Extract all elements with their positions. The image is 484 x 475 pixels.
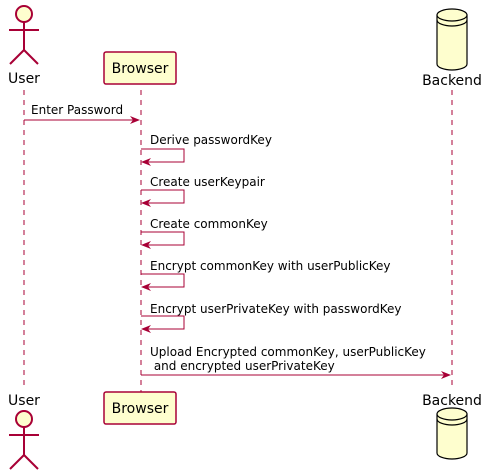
message-6: Encrypt userPrivateKey with passwordKey [141, 302, 402, 333]
user-actor-icon [9, 410, 39, 470]
message-label-line-1: Upload Encrypted commonKey, userPublicKe… [150, 345, 426, 359]
message-label: Derive passwordKey [150, 133, 272, 147]
self-message-arrow [141, 189, 185, 204]
database-icon [436, 407, 468, 460]
self-message-arrow [141, 273, 185, 288]
arrowhead-icon [141, 199, 151, 207]
user-actor-top: User [8, 5, 40, 87]
arrowhead-icon [141, 325, 151, 333]
backend-label-top: Backend [422, 73, 482, 89]
messages: Enter Password Derive passwordKey Create… [24, 103, 451, 379]
message-3: Create userKeypair [141, 175, 265, 207]
arrowhead-icon [141, 241, 151, 249]
user-label-bottom: User [8, 393, 40, 409]
message-label: Create userKeypair [150, 175, 265, 189]
message-label-line-2: and encrypted userPrivateKey [150, 359, 335, 373]
browser-label-bottom: Browser [112, 401, 169, 417]
message-label: Enter Password [31, 103, 123, 117]
backend-label-bottom: Backend [422, 393, 482, 409]
browser-box-bottom [103, 391, 177, 425]
backend-database-top: Backend [422, 8, 482, 89]
lifelines [23, 90, 453, 392]
user-actor-bottom: User [8, 393, 40, 470]
browser-participant-bottom: Browser [103, 391, 177, 425]
message-label: Encrypt userPrivateKey with passwordKey [150, 302, 402, 316]
arrowhead-icon [441, 371, 451, 379]
message-label: Encrypt commonKey with userPublicKey [150, 259, 391, 273]
message-label: Create commonKey [150, 217, 268, 231]
message-1: Enter Password [24, 103, 140, 124]
self-message-arrow [141, 231, 185, 246]
self-message-arrow [141, 315, 185, 330]
backend-database-bottom: Backend [422, 393, 482, 460]
browser-participant-top: Browser [103, 51, 177, 85]
user-label-top: User [8, 71, 40, 87]
user-actor-icon [9, 5, 39, 65]
message-7: Upload Encrypted commonKey, userPublicKe… [141, 345, 451, 379]
browser-box-top [103, 51, 177, 85]
browser-label-top: Browser [112, 61, 169, 77]
message-4: Create commonKey [141, 217, 268, 249]
arrowhead-icon [141, 158, 151, 166]
message-5: Encrypt commonKey with userPublicKey [141, 259, 391, 291]
database-icon [436, 8, 468, 71]
self-message-arrow [141, 148, 185, 163]
arrowhead-icon [141, 283, 151, 291]
message-2: Derive passwordKey [141, 133, 272, 166]
arrowhead-icon [130, 116, 140, 124]
